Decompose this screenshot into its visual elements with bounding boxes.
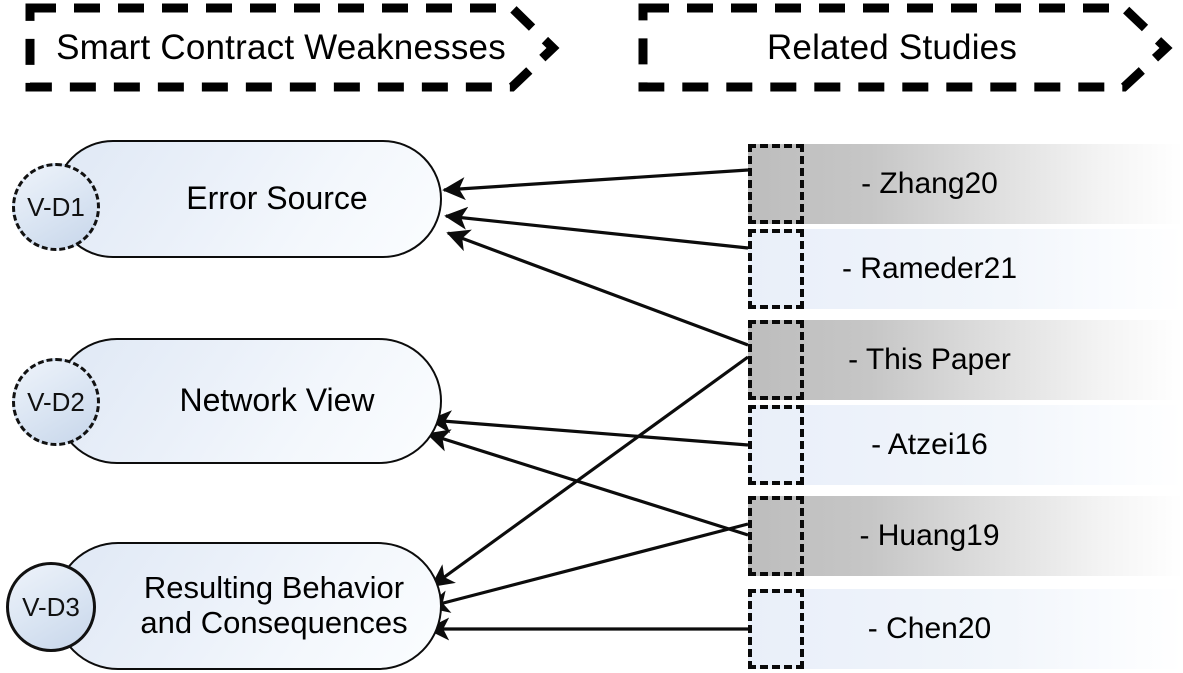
study-label-atzei16: - Atzei16 bbox=[871, 428, 988, 461]
study-row-atzei16[interactable]: - Atzei16 bbox=[748, 405, 1183, 485]
study-row-huang19[interactable]: - Huang19 bbox=[748, 496, 1183, 576]
banner-right-outline bbox=[638, 3, 1173, 92]
study-tab-huang19 bbox=[748, 496, 804, 576]
weakness-label-v-d1: Error Source bbox=[186, 180, 368, 217]
study-tab-this-paper bbox=[748, 320, 804, 400]
weakness-node-v-d3[interactable]: Resulting Behavior and Consequences bbox=[54, 542, 442, 670]
study-tab-atzei16 bbox=[748, 405, 804, 485]
study-label-huang19: - Huang19 bbox=[859, 519, 1000, 552]
study-tab-rameder21 bbox=[748, 229, 804, 309]
weakness-badge-label-v-d1: V-D1 bbox=[27, 191, 85, 222]
weakness-badge-label-v-d3: V-D3 bbox=[22, 591, 80, 622]
weakness-node-v-d1[interactable]: Error Source bbox=[54, 140, 442, 258]
weakness-badge-v-d2[interactable]: V-D2 bbox=[12, 358, 100, 446]
study-label-rameder21: - Rameder21 bbox=[841, 252, 1018, 285]
study-tab-zhang20 bbox=[748, 144, 804, 224]
banner-smart-contract-weaknesses: Smart Contract Weaknesses bbox=[24, 4, 554, 90]
weakness-label-v-d2: Network View bbox=[179, 382, 375, 419]
banner-left-outline bbox=[25, 3, 560, 92]
banner-left-label: Smart Contract Weaknesses bbox=[56, 27, 506, 67]
study-bar-atzei16 bbox=[748, 405, 1183, 485]
weakness-badge-label-v-d2: V-D2 bbox=[27, 386, 85, 417]
weakness-badge-v-d1[interactable]: V-D1 bbox=[12, 163, 100, 251]
study-row-zhang20[interactable]: - Zhang20 bbox=[748, 144, 1183, 224]
weakness-label-v-d3: Resulting Behavior and Consequences bbox=[140, 570, 408, 640]
study-bar-chen20 bbox=[748, 589, 1183, 669]
study-row-chen20[interactable]: - Chen20 bbox=[748, 589, 1183, 669]
weakness-node-v-d2[interactable]: Network View bbox=[54, 338, 442, 464]
study-bar-this-paper bbox=[748, 320, 1183, 400]
study-label-this-paper: - This Paper bbox=[848, 343, 1011, 376]
study-row-rameder21[interactable]: - Rameder21 bbox=[748, 229, 1183, 309]
study-row-this-paper[interactable]: - This Paper bbox=[748, 320, 1183, 400]
study-bar-zhang20 bbox=[748, 144, 1183, 224]
study-label-chen20: - Chen20 bbox=[867, 612, 992, 645]
weakness-badge-v-d3[interactable]: V-D3 bbox=[6, 562, 96, 652]
study-bar-huang19 bbox=[748, 496, 1183, 576]
banner-related-studies: Related Studies bbox=[637, 4, 1167, 90]
banner-right-label: Related Studies bbox=[766, 27, 1018, 67]
study-label-zhang20: - Zhang20 bbox=[861, 167, 998, 200]
study-bar-rameder21 bbox=[748, 229, 1183, 309]
study-tab-chen20 bbox=[748, 589, 804, 669]
